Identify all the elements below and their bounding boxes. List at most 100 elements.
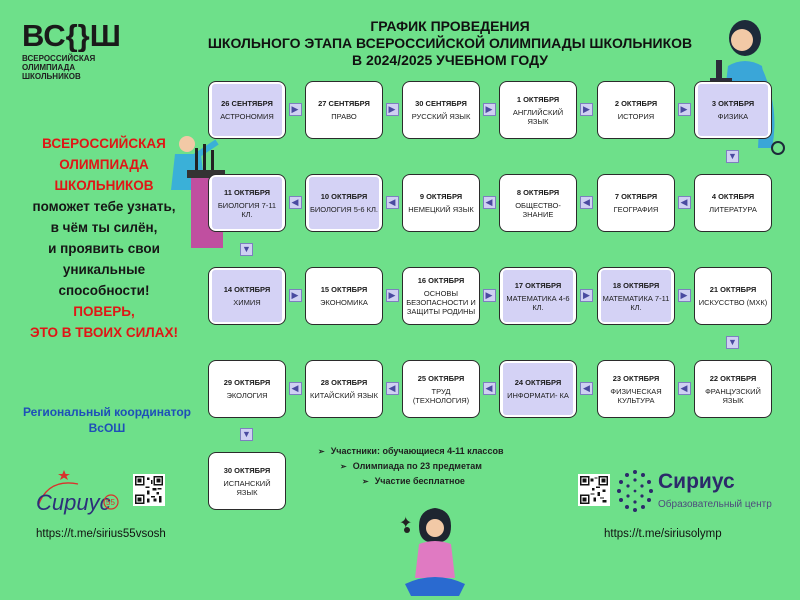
schedule-card: 14 ОКТЯБРЯ ХИМИЯ — [208, 267, 286, 325]
card-date: 16 ОКТЯБРЯ — [417, 276, 465, 285]
card-subject: АНГЛИЙСКИЙ ЯЗЫК — [512, 107, 564, 126]
speaker-illustration — [171, 136, 225, 248]
slogan-line: ШКОЛЬНИКОВ — [54, 178, 154, 193]
card-date: 15 ОКТЯБРЯ — [320, 285, 368, 294]
schedule-card: 17 ОКТЯБРЯ МАТЕМАТИКА 4-6 КЛ. — [499, 267, 577, 325]
card-date: 1 ОКТЯБРЯ — [516, 94, 560, 104]
arrow-icon: ▶ — [482, 289, 496, 302]
arrow-icon: ▼ — [240, 242, 253, 256]
slogan-line: поможет тебе узнать, — [32, 199, 176, 214]
card-subject: БИОЛОГИЯ 7-11 КЛ. — [217, 200, 277, 219]
card-subject: ГЕОГРАФИЯ — [613, 205, 659, 214]
arrow-icon: ▶ — [288, 289, 302, 302]
slogan-line: и проявить свои — [48, 241, 160, 256]
arrow-icon: ▶ — [385, 103, 399, 116]
arrow-icon: ◀ — [580, 382, 593, 395]
schedule-card: 1 ОКТЯБРЯ АНГЛИЙСКИЙ ЯЗЫК — [499, 81, 577, 139]
card-subject: КИТАЙСКИЙ ЯЗЫК — [309, 391, 379, 400]
slogan-line: ПОВЕРЬ, — [73, 304, 135, 319]
triangle-icon: ➢ — [318, 447, 325, 456]
card-date: 14 ОКТЯБРЯ — [223, 285, 271, 294]
card-date: 10 ОКТЯБРЯ — [320, 192, 368, 201]
card-subject: ЛИТЕРАТУРА — [709, 205, 757, 214]
svg-text:✦: ✦ — [399, 513, 412, 532]
title-line: ШКОЛЬНОГО ЭТАПА ВСЕРОССИЙСКОЙ ОЛИМПИАДЫ … — [207, 35, 693, 51]
schedule-card: 10 ОКТЯБРЯ БИОЛОГИЯ 5-6 КЛ. — [305, 174, 383, 232]
logo-line: ОЛИМПИАДА — [22, 63, 76, 72]
card-subject: АСТРОНОМИЯ — [220, 112, 274, 121]
telegram-link-siriusolymp[interactable]: https://t.me/siriusolymp — [604, 528, 722, 540]
card-date: 17 ОКТЯБРЯ — [514, 280, 562, 290]
card-date: 7 ОКТЯБРЯ — [614, 192, 658, 201]
slogan-line: ВСЕРОССИЙСКАЯ — [42, 136, 166, 151]
page-title: ГРАФИК ПРОВЕДЕНИЯ ШКОЛЬНОГО ЭТАПА ВСЕРОС… — [170, 18, 730, 69]
vsosh-logo: ВС{}Ш — [22, 16, 132, 53]
title-line: В 2024/2025 УЧЕБНОМ ГОДУ — [352, 52, 548, 68]
bullet-item: ➢Участники: обучающиеся 4-11 классов — [300, 444, 570, 459]
card-date: 30 ОКТЯБРЯ — [223, 465, 271, 475]
card-date: 8 ОКТЯБРЯ — [516, 187, 560, 197]
bullet-item: ➢Участие бесплатное — [300, 474, 570, 489]
sirius55-logo: Сириус 55 — [36, 470, 119, 515]
card-date: 21 ОКТЯБРЯ — [709, 285, 757, 294]
arrow-icon: ▶ — [677, 289, 691, 302]
arrow-icon: ▼ — [726, 335, 739, 349]
card-date: 23 ОКТЯБРЯ — [612, 373, 660, 383]
card-date: 27 СЕНТЯБРЯ — [318, 99, 370, 108]
schedule-card: 15 ОКТЯБРЯ ЭКОНОМИКА — [305, 267, 383, 325]
card-date: 3 ОКТЯБРЯ — [711, 99, 755, 108]
card-subject: ФИЗИЧЕСКАЯ КУЛЬТУРА — [610, 386, 662, 405]
card-date: 29 ОКТЯБРЯ — [223, 378, 271, 387]
card-subject: ОБЩЕСТВО- ЗНАНИЕ — [515, 200, 561, 219]
arrow-icon: ◀ — [385, 196, 399, 209]
card-date: 24 ОКТЯБРЯ — [514, 378, 562, 387]
sirius-subtitle: Образовательный центр — [658, 499, 772, 510]
sirius-name: Сириус — [658, 470, 735, 493]
card-subject: ФИЗИКА — [717, 112, 749, 121]
logo-mark-text: ВС{}Ш — [22, 18, 121, 52]
arrow-icon: ▶ — [288, 103, 302, 116]
title-line: ГРАФИК ПРОВЕДЕНИЯ — [370, 18, 530, 34]
arrow-icon: ▶ — [385, 289, 399, 302]
sirius-dots-icon — [617, 470, 653, 512]
telegram-link-sirius55[interactable]: https://t.me/sirius55vsosh — [36, 528, 166, 540]
slogan-line: ОЛИМПИАДА — [59, 157, 149, 172]
arrow-icon: ▶ — [482, 103, 496, 116]
card-subject: ХИМИЯ — [233, 298, 261, 307]
card-subject: ТРУД (ТЕХНОЛОГИЯ) — [412, 386, 470, 405]
card-subject: МАТЕМАТИКА 4-6 КЛ. — [506, 293, 570, 312]
qr-code[interactable] — [578, 474, 610, 506]
card-date: 25 ОКТЯБРЯ — [417, 373, 465, 383]
card-subject: НЕМЕЦКИЙ ЯЗЫК — [408, 205, 474, 214]
sirius55-num: 55 — [106, 498, 115, 507]
card-date: 26 СЕНТЯБРЯ — [221, 99, 273, 108]
card-subject: ЭКОНОМИКА — [320, 298, 368, 307]
card-date: 2 ОКТЯБРЯ — [614, 99, 658, 108]
card-subject: БИОЛОГИЯ 5-6 КЛ. — [309, 205, 379, 214]
card-subject: РУССКИЙ ЯЗЫК — [411, 112, 471, 121]
slogan-line: способности! — [58, 283, 150, 298]
schedule-card: 7 ОКТЯБРЯ ГЕОГРАФИЯ — [597, 174, 675, 232]
slogan: ВСЕРОССИЙСКАЯ ОЛИМПИАДА ШКОЛЬНИКОВ помож… — [14, 133, 194, 343]
logo-line: ВСЕРОССИЙСКАЯ — [22, 54, 96, 63]
info-bullets: ➢Участники: обучающиеся 4-11 классов ➢Ол… — [300, 444, 570, 489]
schedule-card: 3 ОКТЯБРЯ ФИЗИКА — [694, 81, 772, 139]
qr-code[interactable] — [133, 474, 165, 506]
arrow-icon: ◀ — [288, 196, 302, 209]
arrow-icon: ▶ — [677, 103, 691, 116]
arrow-icon: ◀ — [288, 382, 302, 395]
arrow-icon: ◀ — [677, 382, 691, 395]
arrow-icon: ▶ — [580, 103, 593, 116]
coordinator-line: ВсОШ — [88, 421, 126, 435]
arrow-icon: ◀ — [482, 196, 496, 209]
card-subject: ФРАНЦУЗСКИЙ ЯЗЫК — [705, 386, 761, 405]
arrow-icon: ▼ — [726, 149, 739, 163]
